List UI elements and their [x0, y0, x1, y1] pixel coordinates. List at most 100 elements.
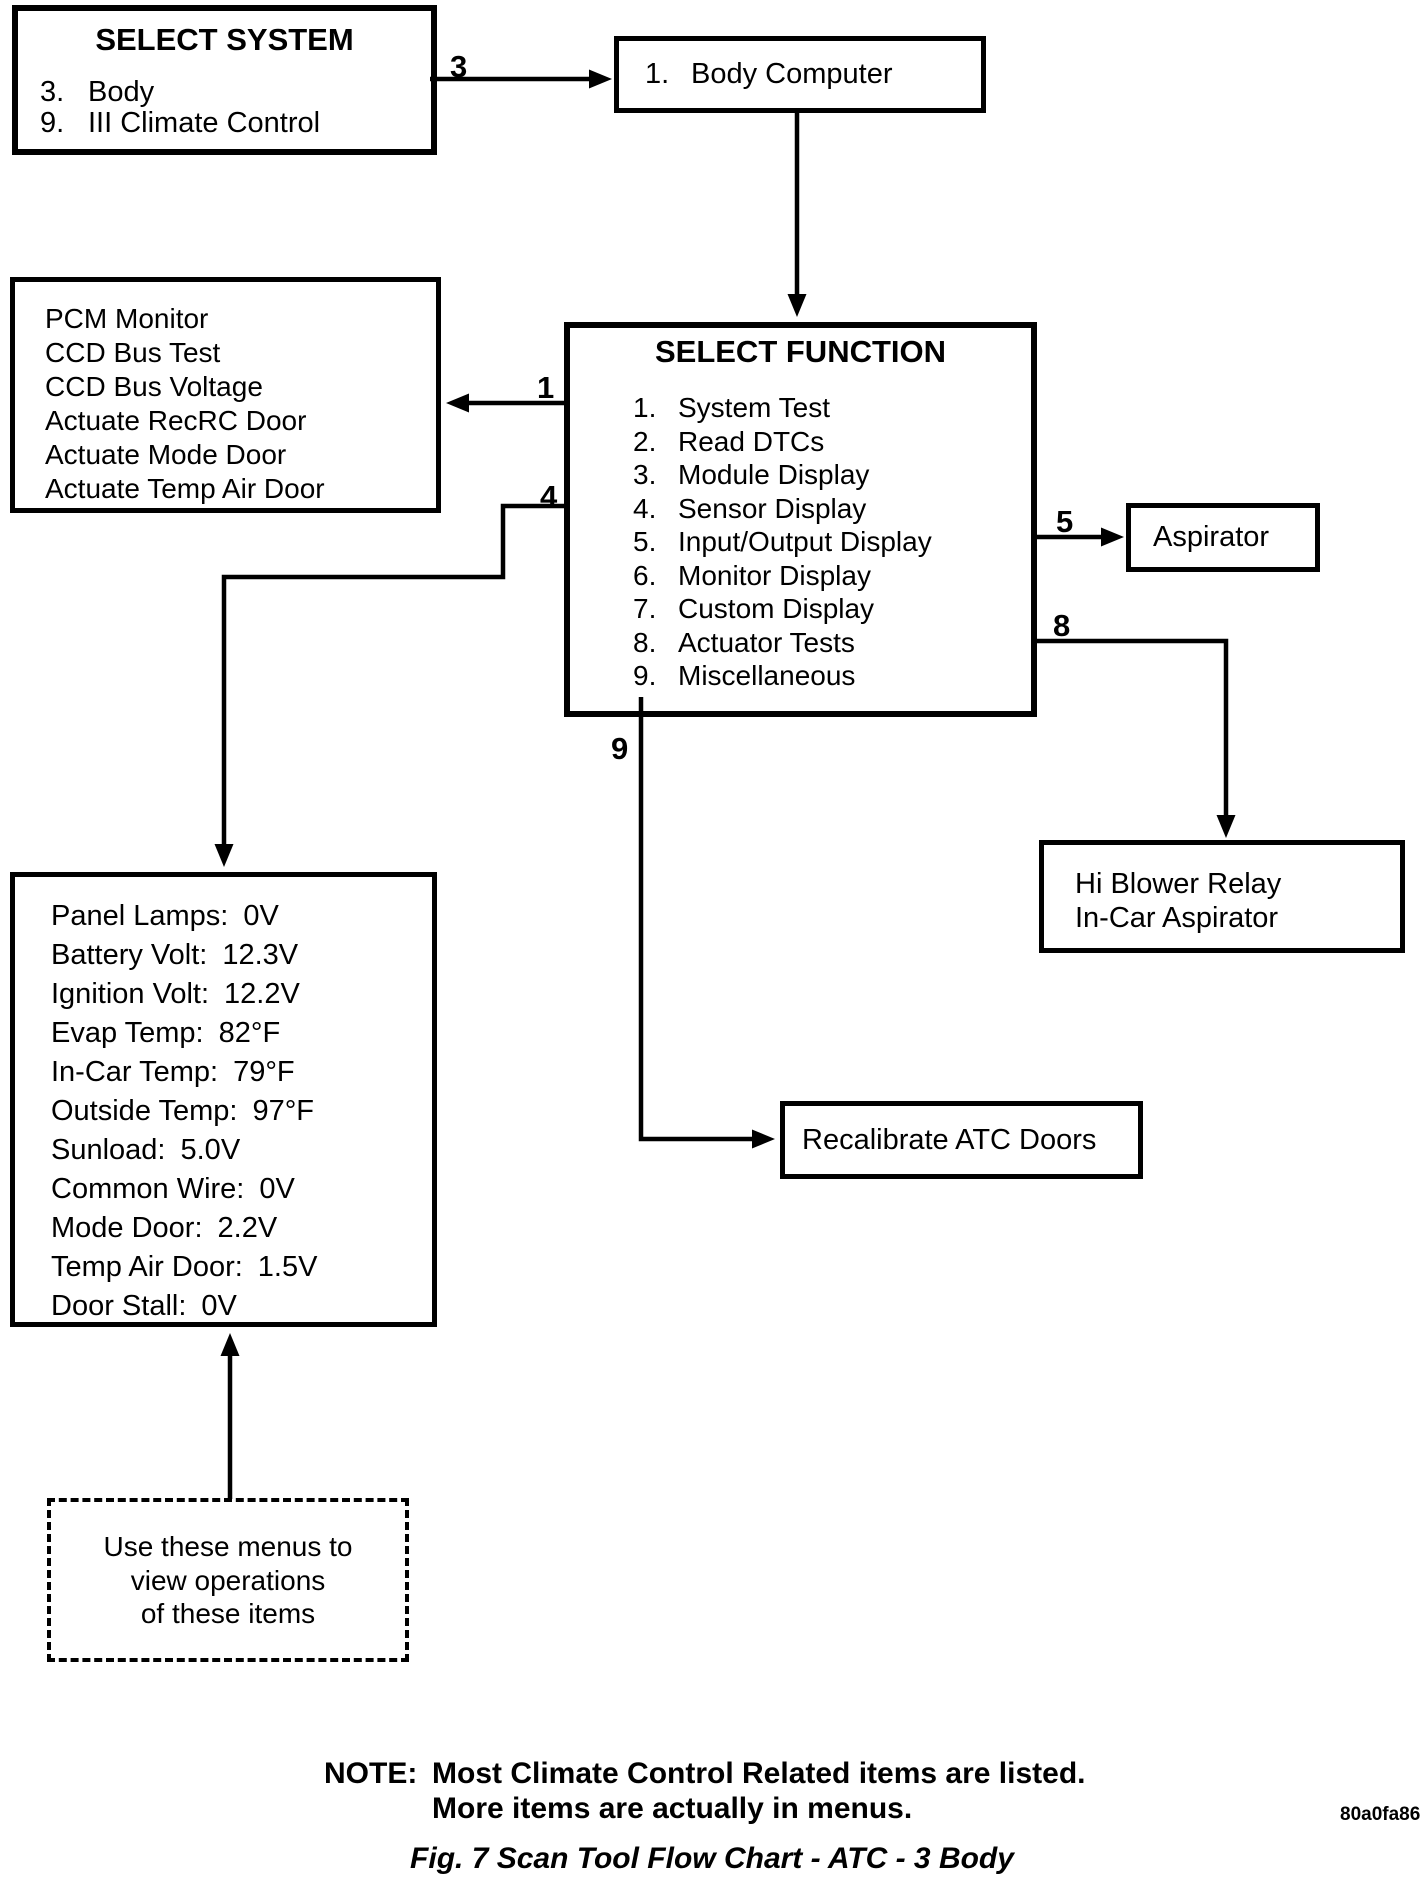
menu-item-label: Sensor Display [678, 492, 867, 524]
sensor-value-row: Battery Volt:12.3V [51, 936, 432, 975]
select-system-box: SELECT SYSTEM 3. Body 9. III Climate Con… [12, 5, 437, 155]
sensor-value: 1.5V [257, 1251, 318, 1283]
menu-item-label: Monitor Display [678, 559, 871, 591]
menu-item-number: 3. [633, 459, 657, 490]
aspirator-box: Aspirator [1126, 503, 1320, 572]
hi-blower-line: In-Car Aspirator [1075, 902, 1279, 934]
menu-item: 3. Module Display [633, 458, 1031, 492]
sensor-name: Sunload: [51, 1134, 166, 1166]
menu-item-label: Custom Display [678, 593, 875, 624]
connector-label-9: 9 [611, 731, 629, 766]
recalibrate-label: Recalibrate ATC Doors [802, 1123, 1097, 1156]
menus-note-line: of these items [140, 1598, 316, 1629]
menu-item-label: Read DTCs [678, 425, 825, 457]
sensor-value: 97°F [252, 1095, 315, 1127]
hi-blower-line: Hi Blower Relay [1075, 868, 1282, 900]
sensor-value: 0V [201, 1290, 237, 1322]
menu-item: 5. Input/Output Display [633, 525, 1031, 559]
arrowhead-down-icon [214, 844, 234, 867]
sensor-name: Evap Temp: [51, 1017, 204, 1049]
menus-note-line: Use these menus to [103, 1531, 353, 1562]
menus-note-line: view operations [130, 1564, 326, 1596]
menu-item: 4.Sensor Display [633, 492, 1031, 526]
sensor-value-row: Sunload: 5.0V [51, 1131, 432, 1170]
menu-item: 7. Custom Display [633, 592, 1031, 626]
arrowhead-down-icon [787, 294, 807, 317]
sensor-name: Outside Temp: [51, 1095, 238, 1127]
select-function-title: SELECT FUNCTION [654, 334, 947, 369]
menu-item-label: Miscellaneous [678, 660, 856, 691]
select-system-items: 3. Body 9. III Climate Control [40, 77, 431, 139]
hi-blower-box: Hi Blower Relay In-Car Aspirator [1039, 840, 1405, 953]
menu-item-number: 3. [40, 76, 65, 108]
pcm-line: Actuate Mode Door [45, 439, 287, 470]
menu-item-label: Module Display [678, 459, 870, 490]
sensor-name: Ignition Volt: [51, 978, 209, 1010]
pcm-line: Actuate RecRC Door [45, 405, 307, 436]
menu-item-number: 5. [633, 526, 657, 557]
pcm-line: CCD Bus Voltage [45, 371, 263, 402]
menu-item: 1.System Test [633, 391, 1031, 425]
sensor-value-row: Door Stall: 0V [51, 1287, 432, 1326]
menu-item-label: Body [88, 76, 155, 108]
document-code: 80a0fa86 [1340, 1804, 1421, 1825]
menu-item: 2.Read DTCs [633, 425, 1031, 459]
connector-label-4: 4 [540, 479, 558, 514]
arrowhead-left-icon [446, 393, 469, 413]
pcm-monitor-box: PCM Monitor CCD Bus Test CCD Bus Voltage… [10, 277, 441, 513]
menu-item-label: Body Computer [691, 58, 893, 90]
pcm-line: Actuate Temp Air Door [45, 473, 325, 504]
menu-item-label: Actuator Tests [678, 626, 855, 658]
sensor-value-row: Panel Lamps:0V [51, 897, 432, 936]
sensor-value: 0V [259, 1173, 295, 1205]
sensor-name: Common Wire: [51, 1173, 245, 1205]
connector-label-5: 5 [1056, 504, 1074, 539]
sensor-value-row: Mode Door:2.2V [51, 1209, 432, 1248]
sensor-value: 5.0V [180, 1134, 241, 1166]
menu-item-number: 1. [633, 392, 657, 423]
pcm-line: CCD Bus Test [45, 337, 221, 368]
menu-item: 3. Body [40, 77, 431, 108]
select-function-box: SELECT FUNCTION 1.System Test 2.Read DTC… [564, 322, 1037, 717]
sensor-value-row: Ignition Volt: 12.2V [51, 975, 432, 1014]
menu-item: 6. Monitor Display [633, 559, 1031, 593]
sensor-value-row: Common Wire: 0V [51, 1170, 432, 1209]
arrowhead-right-icon [752, 1129, 775, 1149]
menu-item: 9. III Climate Control [40, 108, 431, 139]
note-prefix: NOTE: [324, 1757, 418, 1790]
select-function-items: 1.System Test 2.Read DTCs 3. Module Displ… [633, 391, 1031, 693]
arrow-8-to-hi-blower [1031, 638, 1229, 826]
menu-item-number: 1. [645, 58, 670, 90]
sensor-value: 79°F [233, 1056, 295, 1088]
sensor-value: 2.2V [217, 1212, 278, 1244]
arrowhead-right-icon [1101, 527, 1124, 547]
connector-label-8: 8 [1053, 608, 1071, 643]
menu-item-number: 8. [633, 626, 657, 658]
figure-caption: Fig. 7 Scan Tool Flow Chart - ATC - 3 Bo… [410, 1842, 1014, 1875]
note-line1: Most Climate Control Related items are l… [432, 1757, 1086, 1790]
menu-item-number: 7. [633, 593, 657, 624]
sensor-value: 82°F [218, 1017, 281, 1049]
arrowhead-down-icon [1216, 815, 1236, 838]
sensor-value-row: Outside Temp: 97°F [51, 1092, 432, 1131]
sensor-value-row: Temp Air Door: 1.5V [51, 1248, 432, 1287]
menu-item-number: 6. [633, 559, 657, 591]
recalibrate-box: Recalibrate ATC Doors [780, 1101, 1143, 1179]
sensor-value: 0V [243, 900, 279, 932]
arrowhead-up-icon [220, 1333, 240, 1356]
menus-note-box: Use these menus to view operations of th… [47, 1498, 409, 1662]
note-line2: More items are actually in menus. [432, 1792, 913, 1825]
arrow-4-to-sensor-values [221, 503, 570, 852]
body-computer-box: 1. Body Computer [614, 36, 986, 113]
sensor-value: 12.2V [224, 978, 300, 1010]
sensor-name: Door Stall: [51, 1290, 187, 1322]
menu-item-label: III Climate Control [88, 107, 321, 139]
pcm-lines: PCM Monitor CCD Bus Test CCD Bus Voltage… [45, 302, 436, 506]
arrowhead-right-icon [589, 69, 612, 89]
menu-item-label: Input/Output Display [678, 526, 932, 557]
sensor-name: Battery Volt: [51, 939, 208, 971]
hi-blower-lines: Hi Blower Relay In-Car Aspirator [1075, 867, 1400, 935]
sensor-name: Temp Air Door: [51, 1251, 243, 1283]
menu-item-number: 9. [633, 660, 657, 691]
